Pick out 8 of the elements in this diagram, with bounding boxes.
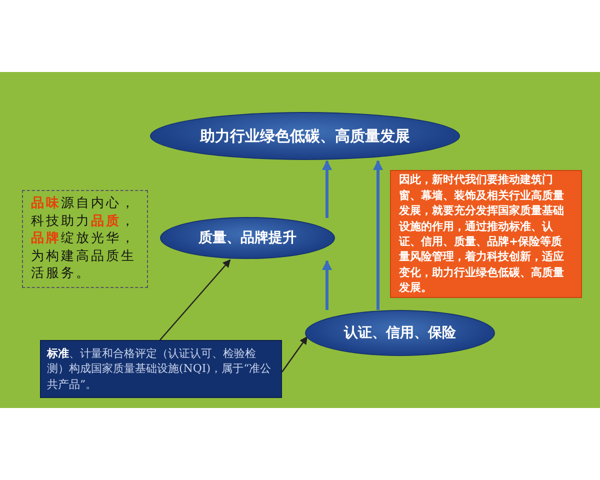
dashed-text-box: 品味源自内心，科技助力品质，品牌绽放光华，为构建高品质生活服务。 bbox=[22, 190, 148, 288]
text-box: 因此，新时代我们要推动建筑门窗、幕墙、装饰及相关行业高质量发展，就要充分发挥国家质量基础设施的作用，通过推动标准、认证、信用、质量、品牌+保险等质量风险管理，着力科技创新，适应变化，助力行业绿色低碳、高质量发展。 bbox=[390, 170, 582, 298]
arrow bbox=[281, 336, 308, 372]
text-box: 标准、计量和合格评定（认证认可、检验检测）构成国家质量基础设施(NQI)，属于“准公共产品”。 bbox=[40, 340, 282, 398]
arrow bbox=[322, 160, 332, 218]
arrow bbox=[322, 260, 332, 310]
arrow bbox=[373, 160, 383, 310]
arrow bbox=[160, 259, 231, 340]
